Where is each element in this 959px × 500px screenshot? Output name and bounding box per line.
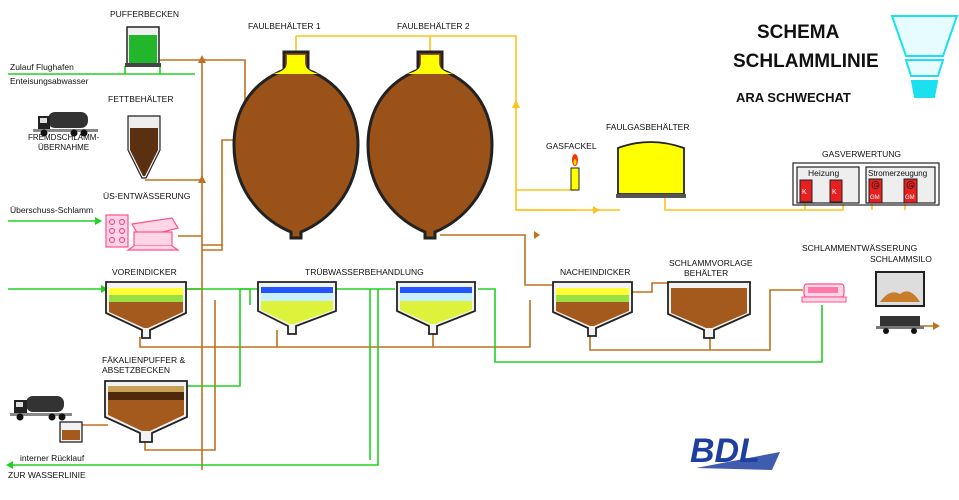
gasfackel-label: GASFACKEL [546,141,597,151]
truebwasser-becken-1 [257,281,337,335]
bdl-logo: BDL [690,432,780,470]
faekalienpuffer-absetzbecken: FÄKALIENPUFFER & ABSETZBECKEN [102,355,188,443]
uebernahme-label: ÜBERNAHME [38,143,89,152]
generator-1-label: G [874,183,878,189]
water-pipes [8,66,823,466]
title-line-2: SCHLAMMLINIE [733,51,879,72]
nacheindicker-label: NACHEINDICKER [560,267,630,277]
zur-wasserlinie-label: ZUR WASSERLINIE [8,470,86,480]
sludge-pipes [81,59,935,470]
schlammvorlage-label: SCHLAMMVORLAGE [669,258,753,268]
gasmotor-2-label: GM [905,195,915,201]
stromerzeugung-label: Stromerzeugung [868,169,927,178]
gasmotor-1-label: GM [870,195,880,201]
dewatering-centrifuge-icon [801,283,847,303]
heizung-label: Heizung [808,168,839,178]
funnel-logo-icon [890,15,959,98]
fremdschlamm-label: FREMDSCHLAMM- [28,133,99,142]
title-line-3: ARA SCHWECHAT [736,90,851,105]
gas-flare-icon [570,154,580,191]
schlammsilo-label: SCHLAMMSILO [870,254,932,264]
faulgasbehaelter [616,141,686,198]
faulbehaelter-1 [232,50,360,240]
pufferbecken: PUFFERBECKEN [110,9,179,67]
interner-ruecklauf-label: interner Rücklauf [20,453,85,463]
generator-2-label: G [909,183,913,189]
gas-pipes [295,35,906,211]
zulauf-flughafen-label: Zulauf Flughafen [10,62,74,72]
tanker-truck-icon [33,112,98,137]
kessel-1-label: K [802,189,807,196]
voreindicker-label: VOREINDICKER [112,267,177,277]
fettbehaelter-label: FETTBEHÄLTER [108,94,174,104]
kessel-2-label: K [832,189,837,196]
ueberschuss-schlamm-label: Überschuss-Schlamm [10,205,93,215]
ues-entwaesserung-label: ÜS-ENTWÄSSERUNG [103,191,190,201]
rail-wagon-icon [876,316,924,334]
truebwasser-becken-2 [396,281,476,335]
behaelter-label: BEHÄLTER [684,268,728,278]
schlammsilo [875,271,925,307]
truebwasserbehandlung-label: TRÜBWASSERBEHANDLUNG [305,267,424,277]
gasverwertung: Heizung K K Stromerzeugung G GM G GM [792,162,940,206]
title-line-1: SCHEMA [757,22,840,43]
schlammentwaesserung-label: SCHLAMMENTWÄSSERUNG [802,243,917,253]
schlammvorlage-behaelter [667,281,751,339]
tanker-truck-icon [10,396,72,421]
flow-arrows [198,55,940,330]
nacheindicker [552,281,633,337]
sludge-bin [59,421,83,443]
gasverwertung-label: GASVERWERTUNG [822,149,901,159]
pufferbecken-label: PUFFERBECKEN [110,9,179,19]
faulbehaelter-2-label: FAULBEHÄLTER 2 [397,21,470,31]
dewatering-centrifuge-icon [105,214,180,251]
fettbehaelter: FETTBEHÄLTER [108,94,174,179]
faulgasbehaelter-label: FAULGASBEHÄLTER [606,122,689,132]
absetzbecken-label: ABSETZBECKEN [102,365,170,375]
voreindicker: VOREINDICKER [105,267,187,339]
faulbehaelter-2 [366,50,494,240]
faulbehaelter-1-label: FAULBEHÄLTER 1 [248,21,321,31]
faekalienpuffer-label: FÄKALIENPUFFER & [102,355,185,365]
enteisungsabwasser-label: Enteisungsabwasser [10,76,89,86]
